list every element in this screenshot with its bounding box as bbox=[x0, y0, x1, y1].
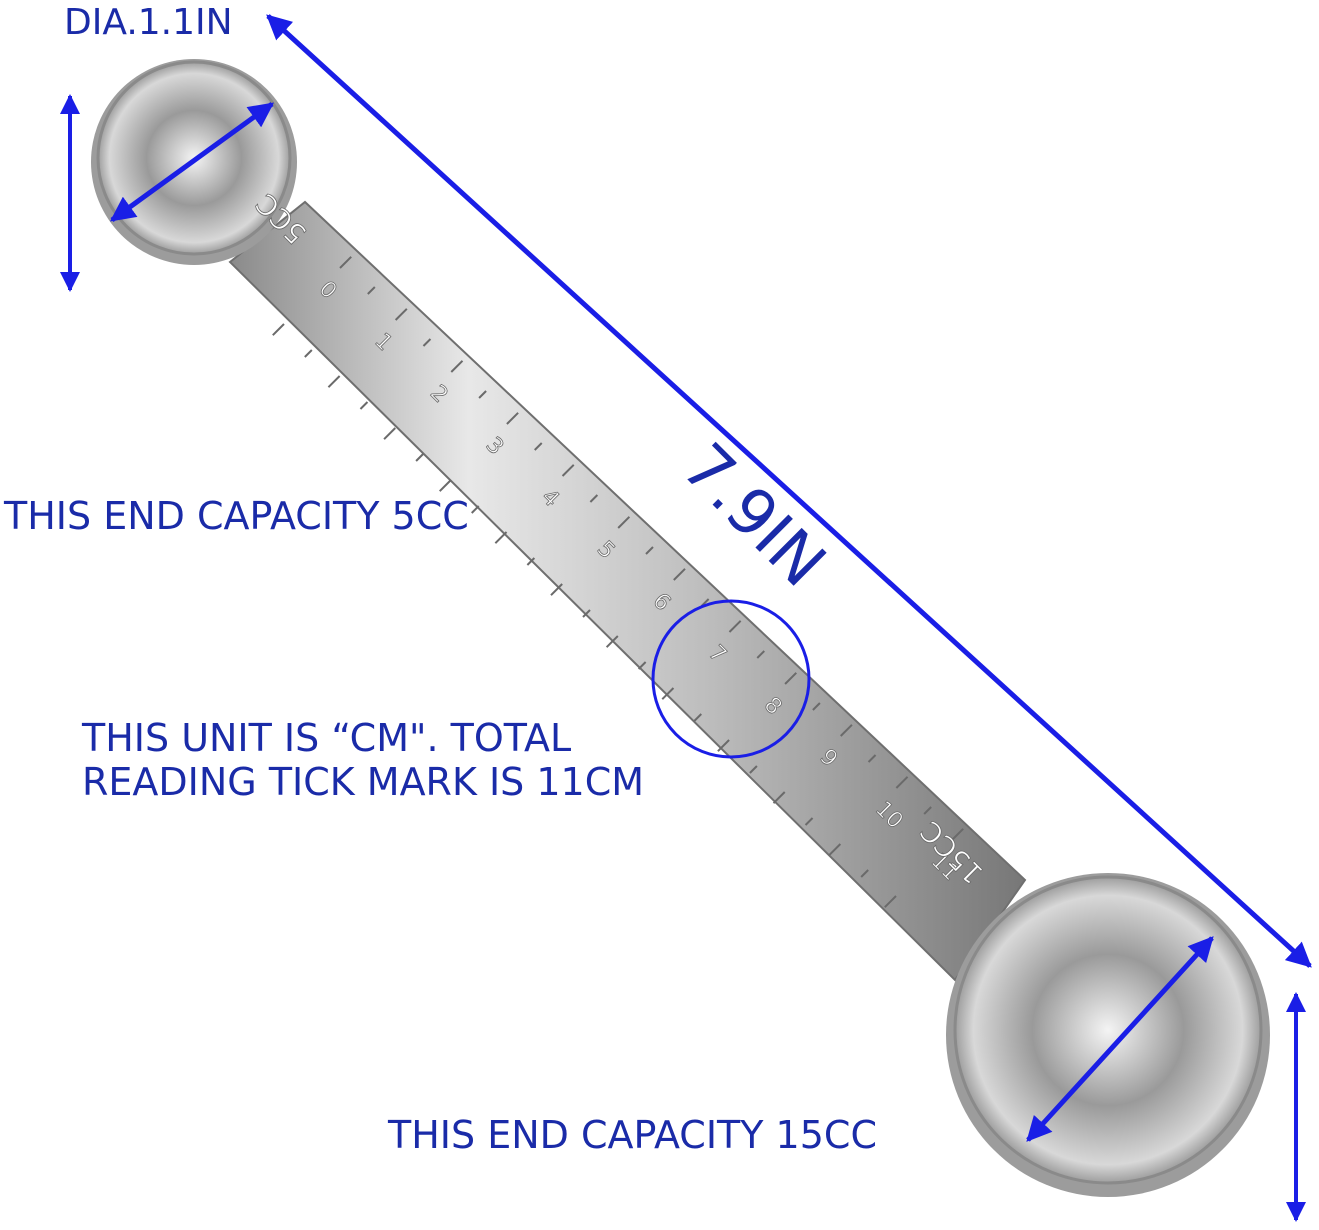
scale-tick bbox=[383, 427, 396, 440]
scale-tick bbox=[415, 453, 424, 462]
scale-tick bbox=[359, 401, 369, 410]
small-diameter-arrow bbox=[109, 101, 275, 223]
unit-note-line-2: READING TICK MARK IS 11CM bbox=[82, 760, 645, 804]
scale-tick bbox=[272, 323, 285, 336]
unit-note: THIS UNIT IS “CM". TOTAL READING TICK MA… bbox=[82, 716, 644, 804]
scale-tick bbox=[327, 375, 341, 388]
scale-tick bbox=[439, 479, 452, 492]
scale-tick bbox=[494, 531, 508, 544]
spoon-handle bbox=[228, 200, 1027, 982]
large-end-capacity-label: THIS END CAPACITY 15CC bbox=[388, 1113, 877, 1157]
unit-note-line-1: THIS UNIT IS “CM". TOTAL bbox=[82, 716, 572, 760]
scale-tick bbox=[471, 505, 480, 514]
total-length-arrow bbox=[266, 14, 1312, 968]
large-diameter-arrow bbox=[1026, 936, 1214, 1142]
large-spoon-bowl bbox=[946, 873, 1270, 1197]
scale-tick bbox=[304, 349, 313, 358]
diameter-label: DIA.1.1IN bbox=[64, 2, 233, 43]
small-end-capacity-label: THIS END CAPACITY 5CC bbox=[4, 494, 469, 538]
